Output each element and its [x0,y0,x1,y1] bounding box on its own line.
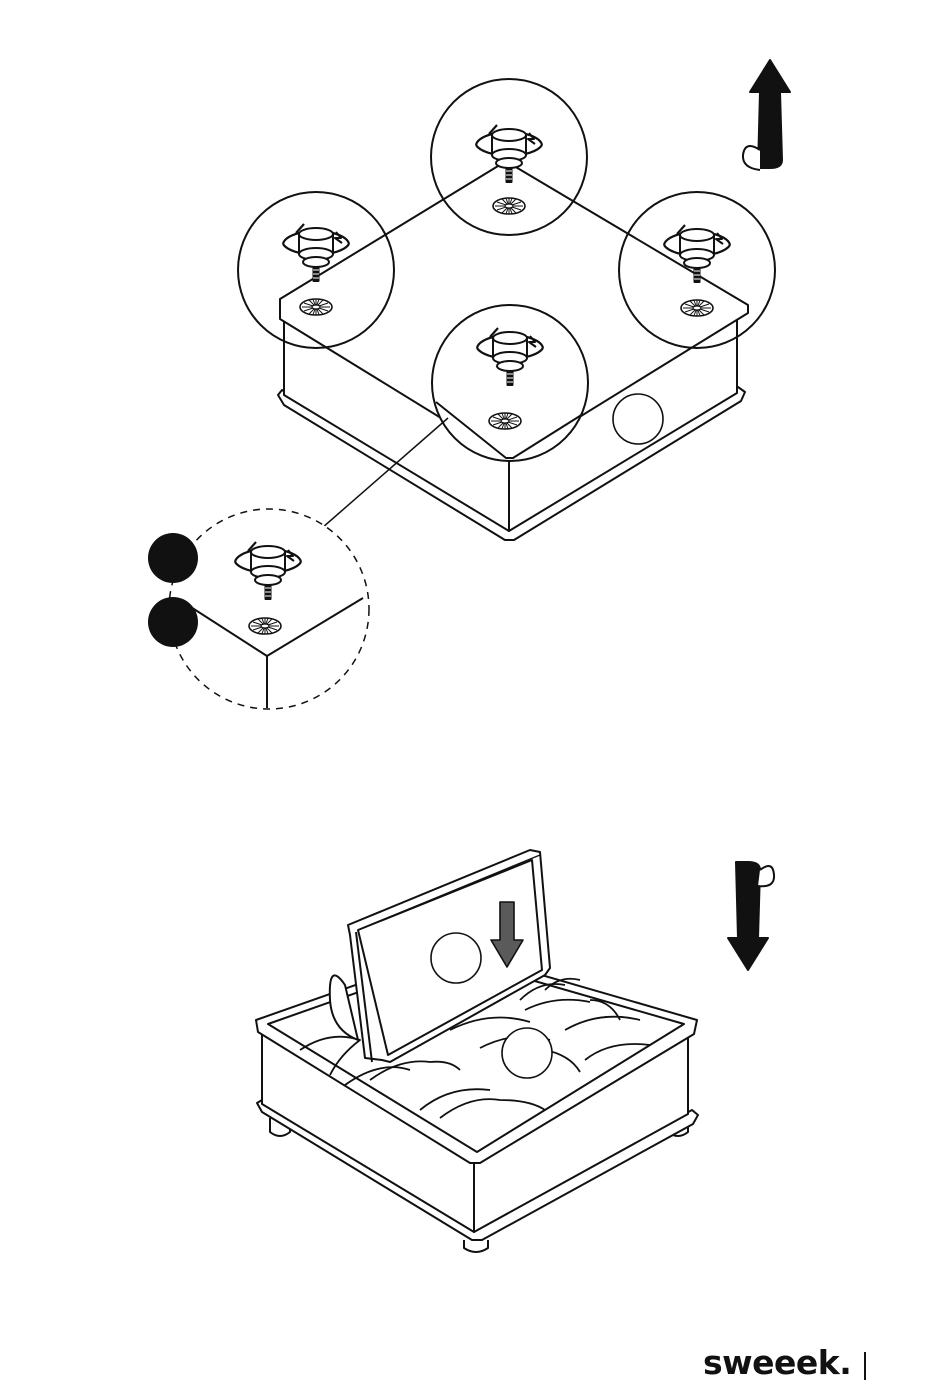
brand-divider [864,1352,866,1380]
brand-logo: sweeek. [703,1342,851,1382]
step-2-illustration [256,850,774,1252]
detail-callout-icon [169,509,369,709]
brand-name: sweeek. [703,1346,851,1379]
step-badge-icon [148,533,198,583]
part-marker-icon [502,1028,552,1078]
step-1-illustration [148,60,790,709]
rotate-down-arrow-icon [728,862,774,970]
rotate-up-arrow-icon [743,60,790,170]
step-badge-icon [148,597,198,647]
